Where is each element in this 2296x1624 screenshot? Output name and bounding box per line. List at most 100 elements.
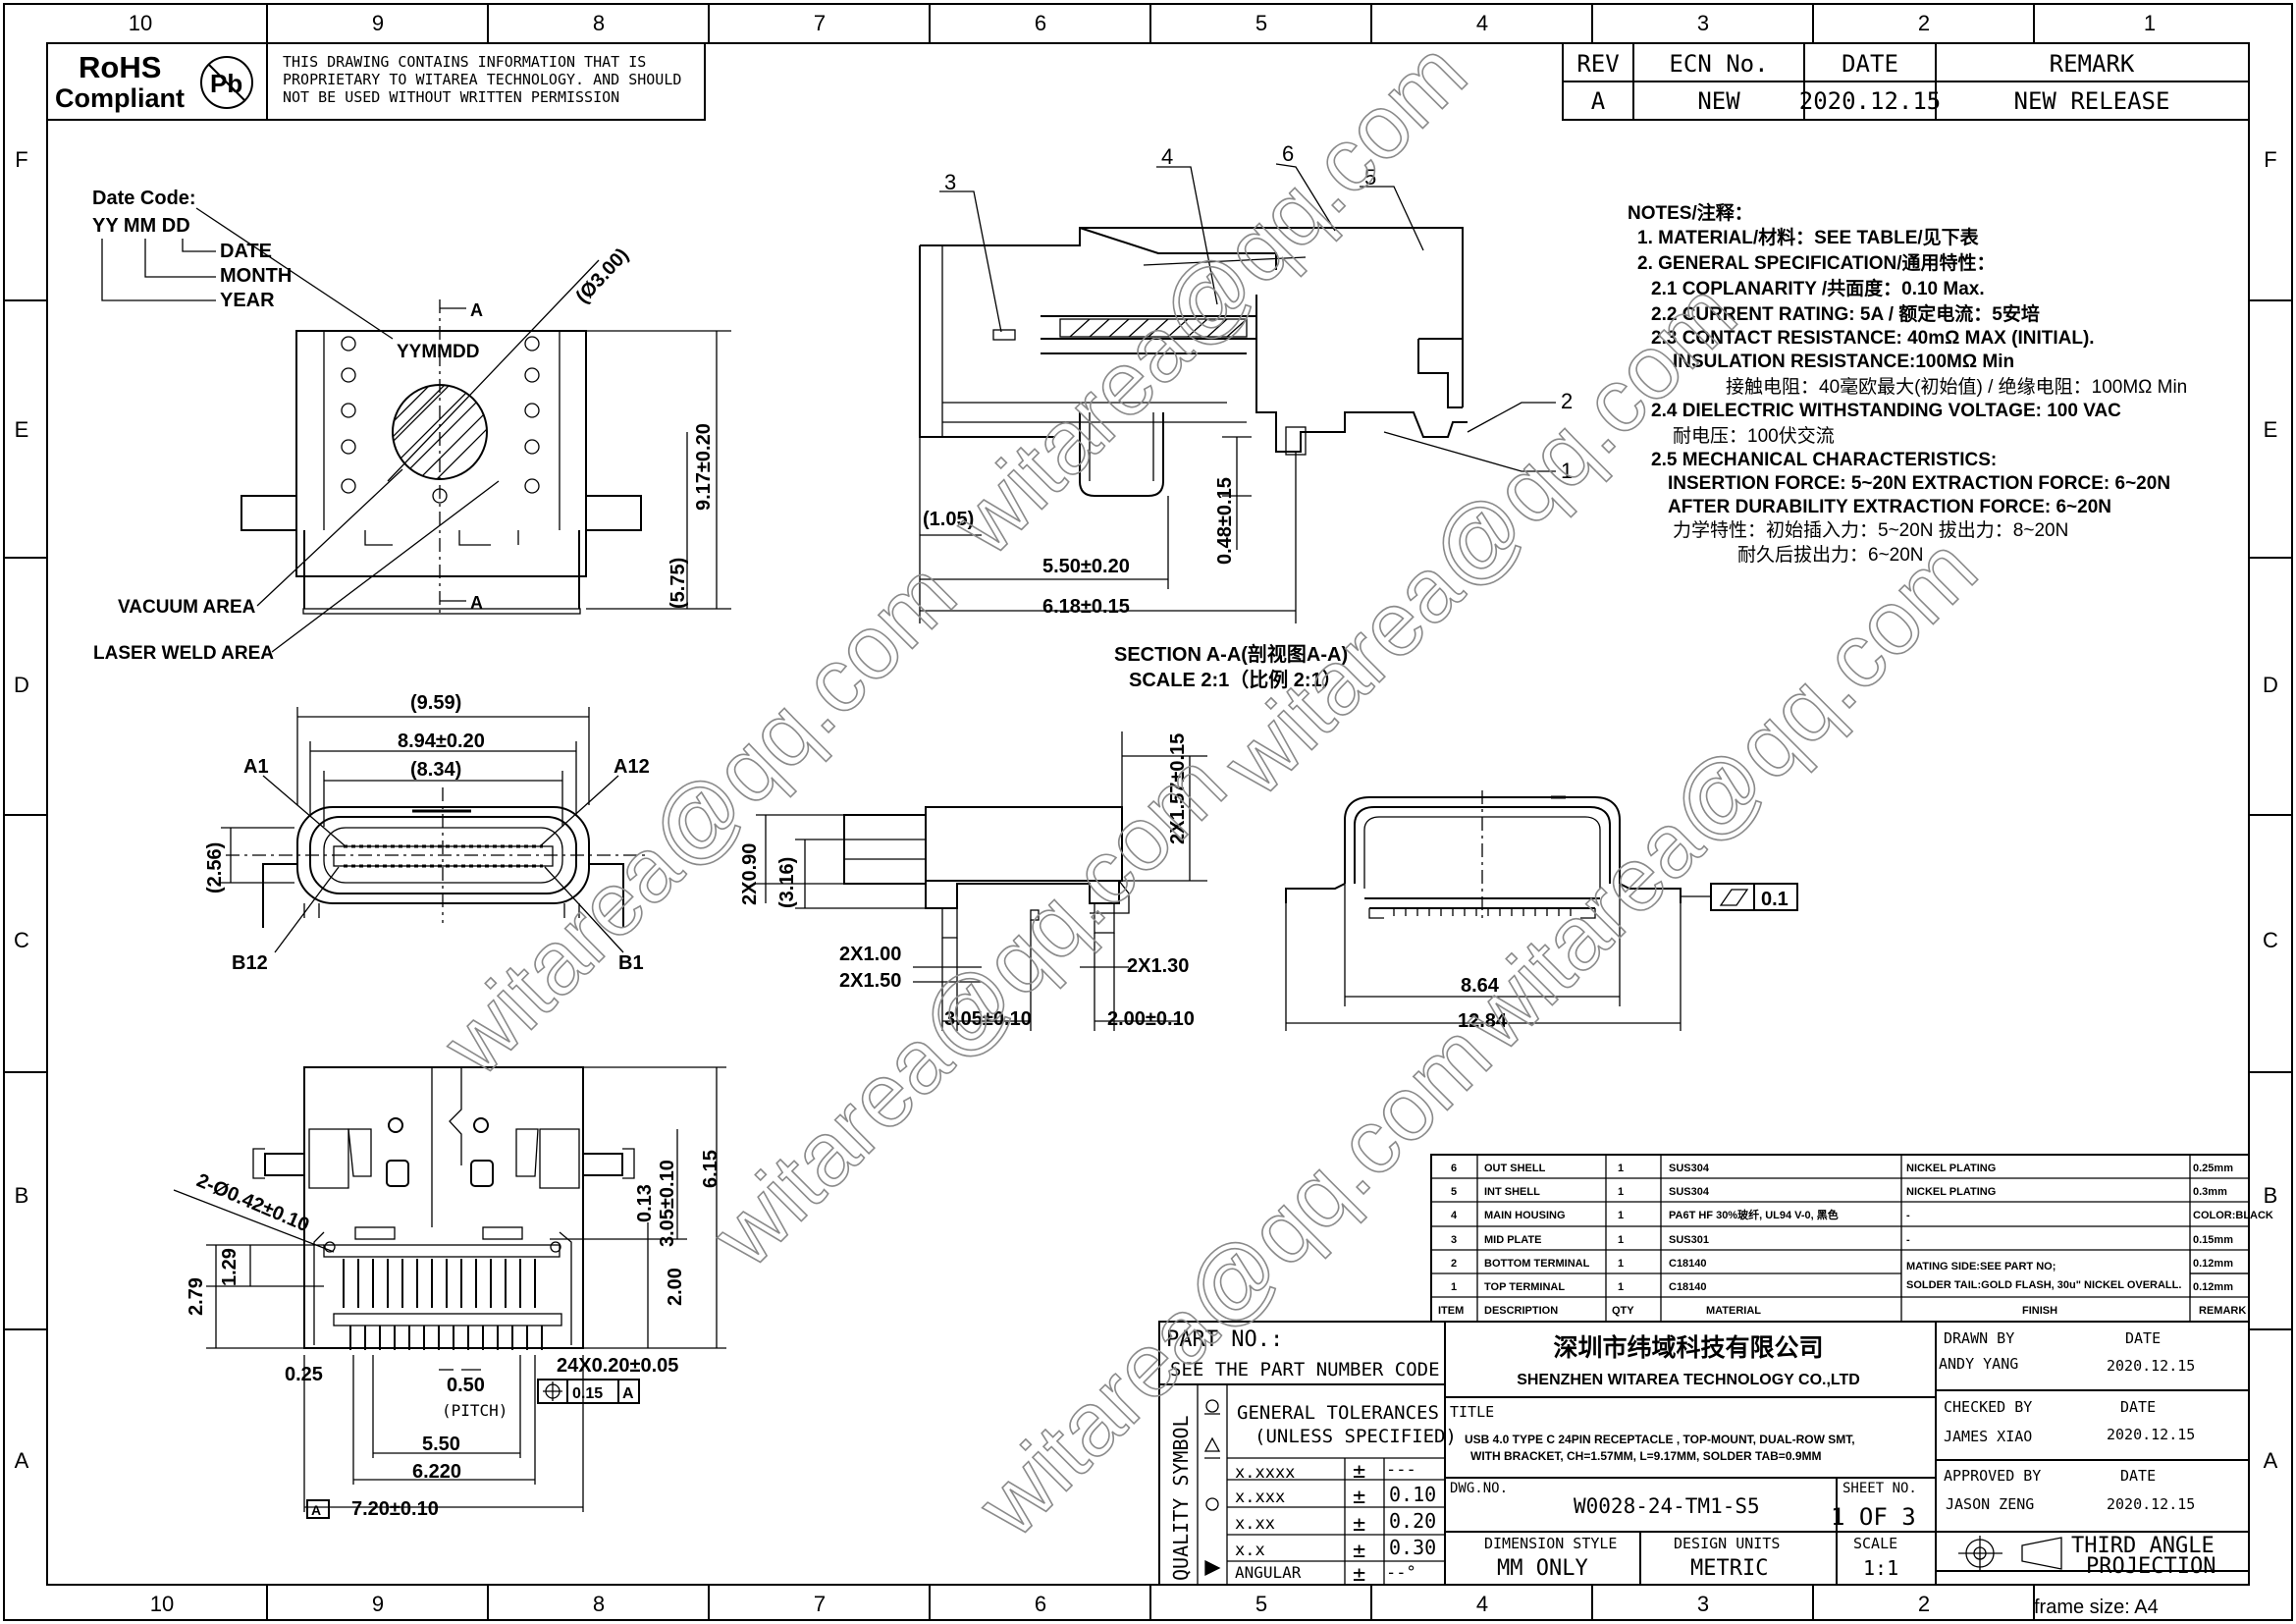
bom-cell: SUS304 <box>1669 1186 1710 1198</box>
gen-tol-label: GENERAL TOLERANCES <box>1237 1402 1439 1424</box>
quality-symbol-label: QUALITY SYMBOL <box>1169 1415 1193 1581</box>
checked-by-value: JAMES XIAO <box>1944 1428 2032 1445</box>
dim-6-220: 6.220 <box>412 1461 461 1483</box>
date-value: 2020.12.15 <box>1799 87 1942 115</box>
note-line: AFTER DURABILITY EXTRACTION FORCE: 6~20N <box>1668 497 2111 517</box>
title-label: TITLE <box>1450 1403 1494 1421</box>
watermark: witarea@qq.com <box>934 23 1485 574</box>
remark-header: REMARK <box>2050 50 2135 78</box>
grid-row-label: E <box>2264 417 2278 442</box>
dim-2x0-90: 2X0.90 <box>739 843 761 905</box>
drawn-by-value: ANDY YANG <box>1939 1355 2018 1373</box>
notice-line: NOT BE USED WITHOUT WRITTEN PERMISSION <box>283 88 619 106</box>
bom-cell: 1 <box>1618 1163 1624 1174</box>
date-code-month: MONTH <box>220 265 292 287</box>
dim-12-84: 12.84 <box>1458 1010 1508 1032</box>
pitch-label: (PITCH) <box>442 1401 507 1420</box>
bom-cell: 0.12mm <box>2193 1258 2233 1270</box>
ecn-value: NEW <box>1697 87 1740 115</box>
dim-8-64: 8.64 <box>1461 975 1500 997</box>
bom-cell: 0.12mm <box>2193 1281 2233 1293</box>
title-line: USB 4.0 TYPE C 24PIN RECEPTACLE , TOP-MO… <box>1465 1433 1855 1446</box>
bom-cell: 6 <box>1451 1163 1457 1174</box>
notes-block: NOTES/注释： 1. MATERIAL/材料：SEE TABLE/见下表 2… <box>1628 201 2187 566</box>
bom-cell: PA6T HF 30%玻纤, UL94 V-0, 黑色 <box>1669 1208 1839 1221</box>
dim-8-34: (8.34) <box>410 759 461 781</box>
dim-2x1-57: 2X1.57±0.15 <box>1167 733 1189 844</box>
tol-value: 0.30 <box>1389 1536 1436 1559</box>
pin-a12-label: A12 <box>614 756 650 778</box>
rev-value: A <box>1591 87 1606 115</box>
grid-row-label: D <box>2263 673 2278 697</box>
bom-cell: 0.25mm <box>2193 1163 2233 1174</box>
dim-6-15: 6.15 <box>700 1150 721 1188</box>
note-line: 2.1 COPLANARITY /共面度：0.10 Max. <box>1651 277 1985 299</box>
pb-symbol: Pb <box>210 69 242 98</box>
marking-text: YYMMDD <box>397 342 479 362</box>
date-label: DATE <box>2120 1467 2156 1485</box>
pin-b1-label: B1 <box>618 952 644 974</box>
date-code-date: DATE <box>220 241 272 262</box>
grid-col-label: 8 <box>593 1592 605 1616</box>
rev-header: REV <box>1576 50 1619 78</box>
bom-cell: 5 <box>1451 1186 1457 1198</box>
bom-header: ITEM <box>1438 1305 1464 1317</box>
dim-5-50-bottom: 5.50 <box>422 1434 460 1455</box>
bom-cell: MAIN HOUSING <box>1484 1210 1566 1221</box>
grid-row-label: C <box>2263 928 2278 952</box>
tol-class: x.xx <box>1235 1514 1275 1534</box>
dim-3-16: (3.16) <box>776 857 798 908</box>
note-line: 1. MATERIAL/材料：SEE TABLE/见下表 <box>1637 226 1980 248</box>
callout-number: 4 <box>1161 144 1173 169</box>
grid-col-label: 8 <box>593 11 605 35</box>
bom-cell: BOTTOM TERMINAL <box>1484 1258 1590 1270</box>
dim-9-17: 9.17±0.20 <box>693 423 715 511</box>
approved-by-label: APPROVED BY <box>1944 1467 2041 1485</box>
watermark: witarea@qq.com <box>1444 518 1996 1070</box>
dim-style-label: DIMENSION STYLE <box>1484 1535 1617 1552</box>
grid-col-label: 3 <box>1697 11 1709 35</box>
section-scale: SCALE 2:1（比例 2:1） <box>1129 668 1342 691</box>
dia-dim: (Ø3.00) <box>572 244 633 308</box>
bom-cell: OUT SHELL <box>1484 1163 1546 1174</box>
bom-cell: 1 <box>1618 1281 1624 1293</box>
dim-9-59: (9.59) <box>410 692 461 714</box>
grid-col-label: 10 <box>150 1592 174 1616</box>
frame-size-label: frame size: A4 <box>2034 1597 2159 1618</box>
note-line: 力学特性：初始插入力：5~20N 拔出力：8~20N <box>1673 519 2068 541</box>
grid-row-label: F <box>2264 147 2276 172</box>
bom-cell: 0.3mm <box>2193 1186 2227 1198</box>
tol-sign: ± <box>1353 1539 1365 1563</box>
approved-by-value: JASON ZENG <box>1946 1495 2034 1513</box>
note-line: 2.5 MECHANICAL CHARACTERISTICS: <box>1651 450 1997 470</box>
note-line: 2.4 DIELECTRIC WITHSTANDING VOLTAGE: 100… <box>1651 401 2121 421</box>
remark-value: NEW RELEASE <box>2014 87 2170 115</box>
bottom-view: 2-Ø0.42±0.10 1.29 2.79 0.13 3.05±0.10 2.… <box>173 1066 726 1520</box>
sheet-value: 1 OF 3 <box>1831 1503 1916 1531</box>
dim-5-50: 5.50±0.20 <box>1042 556 1130 577</box>
date-code-title: Date Code: <box>92 188 196 209</box>
tol-value: --° <box>1386 1563 1416 1583</box>
grid-col-label: 7 <box>814 11 826 35</box>
section-view: 3 4 6 5 2 1 (1.05) 5.50±0.20 6.18±0.15 0… <box>919 141 1573 691</box>
dim-24x-pins: 24X0.20±0.05 <box>557 1355 678 1377</box>
notice-line: PROPRIETARY TO WITAREA TECHNOLOGY. AND S… <box>283 71 681 88</box>
third-angle-projection-icon <box>1958 1536 2062 1571</box>
bom-cell: INT SHELL <box>1484 1186 1540 1198</box>
revision-table: REV ECN No. DATE REMARK A NEW 2020.12.15… <box>1562 42 2250 121</box>
dim-1-29: 1.29 <box>219 1248 240 1286</box>
dim-2-79: 2.79 <box>186 1277 207 1316</box>
rear-view: 0.1 8.64 12.84 <box>1285 790 1798 1032</box>
title-line: WITH BRACKET, CH=1.57MM, L=9.17MM, SOLDE… <box>1470 1449 1822 1463</box>
rohs-block: RoHS Compliant Pb THIS DRAWING CONTAINS … <box>46 42 706 121</box>
grid-row-label: C <box>14 928 29 952</box>
bom-cell: - <box>1906 1234 1910 1246</box>
sheet-label: SHEET NO. <box>1842 1481 1917 1496</box>
dim-style-value: MM ONLY <box>1497 1556 1588 1581</box>
finish-note: SOLDER TAIL:GOLD FLASH, 30u" NICKEL OVER… <box>1906 1279 2181 1291</box>
tol-value: --- <box>1386 1460 1416 1480</box>
rohs-label: RoHS <box>79 50 161 84</box>
bom-cell: 1 <box>1618 1210 1624 1221</box>
ecn-header: ECN No. <box>1669 50 1768 78</box>
